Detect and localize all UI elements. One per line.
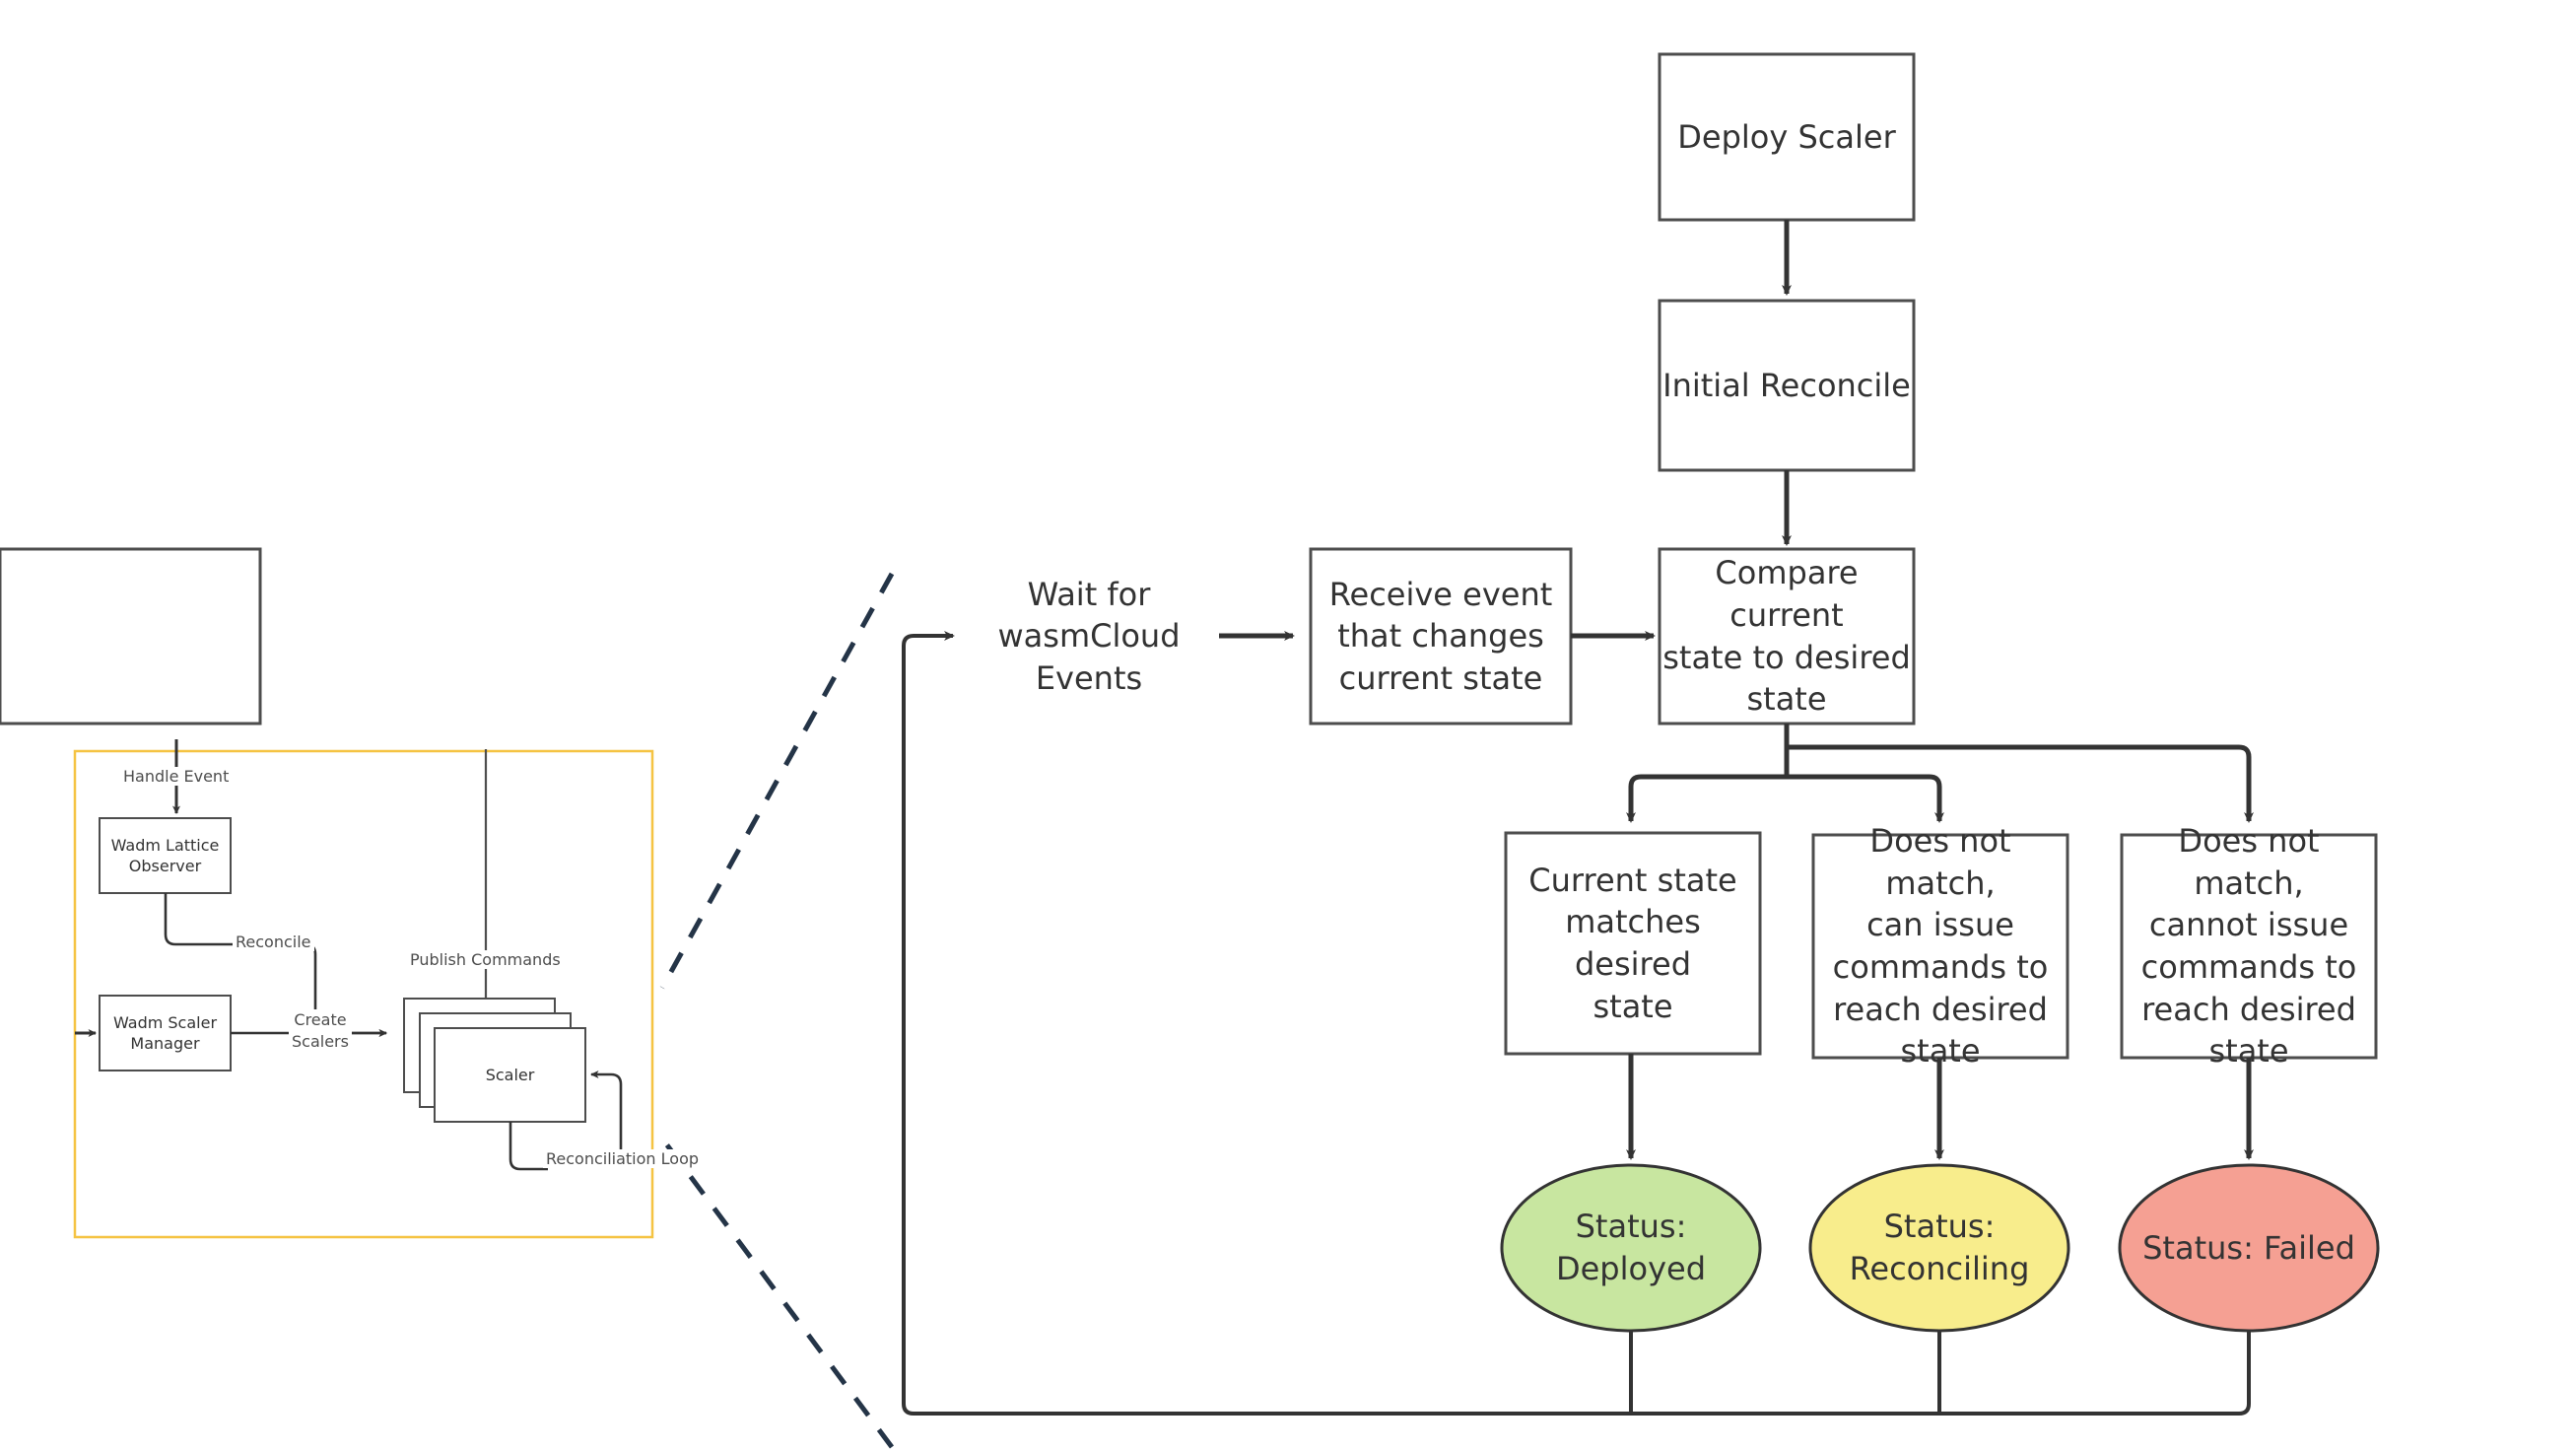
edge-label-reconciliation-loop: Reconciliation Loop xyxy=(543,1149,703,1168)
node-no-match-can-issue[interactable] xyxy=(1811,833,2069,1060)
edge-reconciliation-loop-in xyxy=(590,1071,623,1163)
node-wait-for-events[interactable] xyxy=(0,547,262,726)
node-compare-state[interactable] xyxy=(1658,547,1916,726)
wadm-internals-group xyxy=(73,749,654,1239)
node-no-match-cannot-issue[interactable] xyxy=(2120,833,2378,1060)
edge-label-reconcile: Reconcile xyxy=(233,933,314,951)
edge-reconciliation-loop-out xyxy=(508,1122,548,1171)
edge-compare-to-cannot-issue xyxy=(1786,744,2254,823)
edge-label-create-scalers: Create Scalers xyxy=(289,1009,352,1053)
node-status-reconciling[interactable] xyxy=(1808,1163,2070,1333)
node-status-deployed[interactable] xyxy=(1500,1163,1762,1333)
edge-label-handle-event: Handle Event xyxy=(120,767,233,786)
node-wadm-lattice-observer[interactable] xyxy=(99,817,232,894)
edge-compare-to-matches xyxy=(1626,774,1787,823)
edge-failed-down xyxy=(1631,1331,2251,1416)
edge-label-publish-commands: Publish Commands xyxy=(407,950,564,969)
callout-line-top xyxy=(659,572,895,990)
node-state-matches[interactable] xyxy=(1504,831,1762,1056)
group-border-rect xyxy=(73,749,654,1239)
edge-return-to-wait xyxy=(902,631,1631,1416)
callout-line-bottom xyxy=(659,1137,895,1449)
edge-compare-to-can-issue xyxy=(1787,774,1944,823)
node-wadm-scaler-manager[interactable] xyxy=(99,995,232,1071)
node-receive-event[interactable] xyxy=(1309,547,1573,726)
node-initial-reconcile[interactable] xyxy=(1658,299,1916,472)
node-scaler-stack-front[interactable] xyxy=(434,1027,586,1123)
node-deploy-scaler[interactable] xyxy=(1658,52,1916,222)
node-status-failed[interactable] xyxy=(2118,1163,2380,1333)
